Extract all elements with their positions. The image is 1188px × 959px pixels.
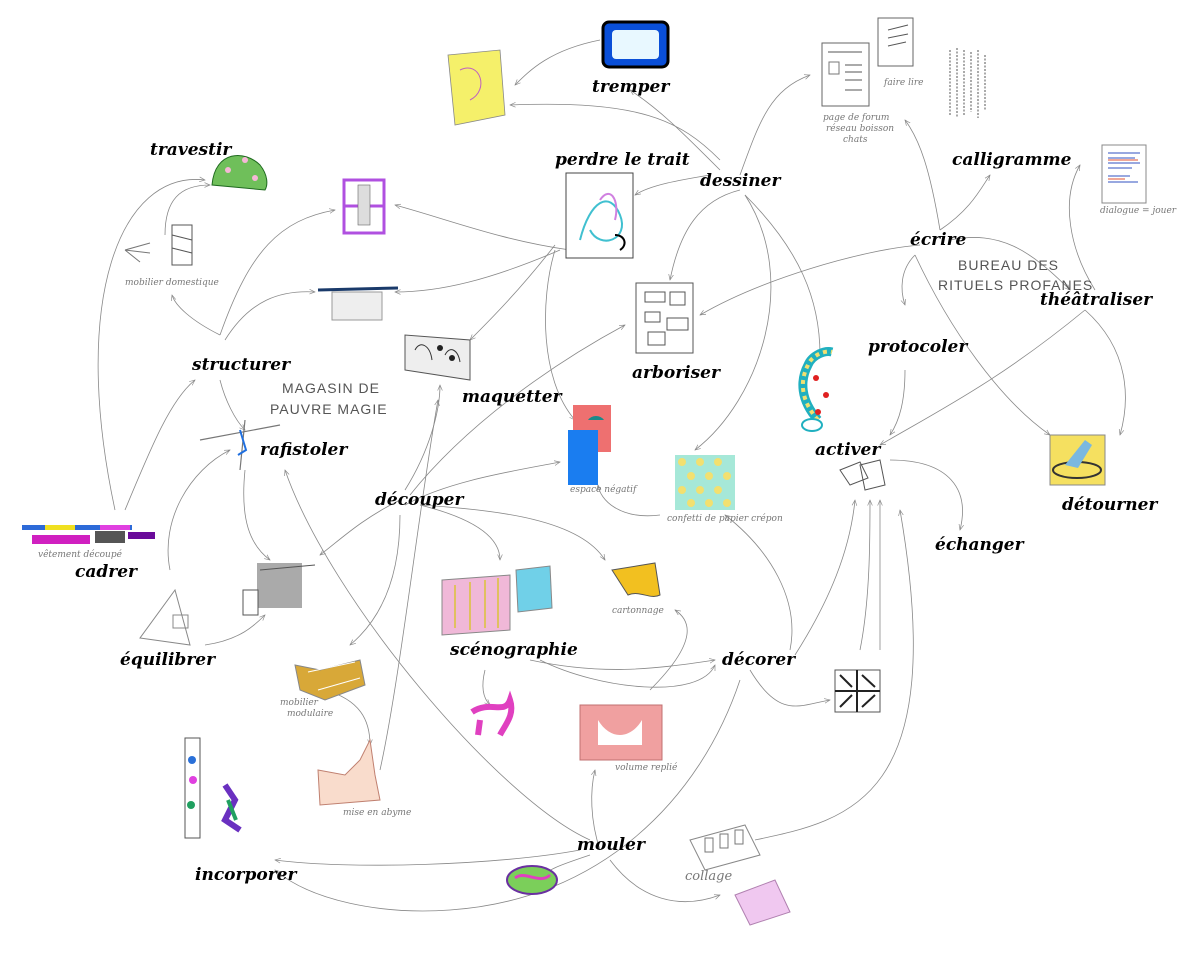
label-activer: activer (815, 440, 881, 460)
caption-page-forum-3: chats (843, 135, 868, 145)
sketch-page-forum (821, 42, 870, 107)
label-incorporer: incorporer (195, 865, 297, 885)
sketch-rafistoler (199, 419, 281, 471)
label-travestir: travestir (150, 140, 232, 160)
label-equilibrer: équilibrer (120, 650, 216, 670)
label-arboriser: arboriser (632, 363, 721, 383)
sketch-maquette (404, 334, 471, 381)
sketch-volume-replie (579, 704, 663, 761)
caption-mobilier-domestique: mobilier domestique (125, 278, 219, 288)
caption-mobilier-modulaire-2: modulaire (287, 709, 333, 719)
label-perdre-le-trait: perdre le trait (555, 150, 690, 170)
sketch-faire-lire (877, 17, 914, 67)
label-bureau-line1: BUREAU DES (958, 257, 1059, 273)
label-mouler: mouler (577, 835, 646, 855)
sketch-equilibre-machine (242, 563, 316, 616)
sketch-scenographie (441, 565, 553, 636)
label-detourner: détourner (1062, 495, 1158, 515)
caption-collage: collage (685, 869, 732, 884)
sketch-tremper-screen (601, 20, 670, 69)
sketch-yellow-box (447, 49, 506, 126)
caption-faire-lire: faire lire (883, 78, 923, 88)
caption-vetement: vêtement découpé (38, 549, 123, 560)
label-scenographie: scénographie (449, 640, 578, 660)
label-magasin-line1: MAGASIN DE (282, 380, 380, 396)
sketch-equilibre (139, 588, 191, 646)
label-structurer: structurer (191, 355, 291, 375)
label-maquetter: maquetter (462, 387, 563, 407)
label-ecrire: écrire (910, 230, 967, 250)
label-decouper: découper (375, 490, 464, 510)
sketch-detourner (1049, 434, 1106, 486)
label-rafistoler: rafistoler (260, 440, 348, 460)
label-calligramme: calligramme (952, 150, 1072, 170)
sketch-hanging-fabric (317, 286, 399, 321)
sketch-cartonnage (611, 562, 661, 597)
caption-confetti: confetti de papier crépon (667, 513, 783, 524)
label-theatraliser: théâtraliser (1040, 290, 1153, 310)
label-bureau-line2: RITUELS PROFANES (938, 277, 1093, 293)
label-decorer: décorer (722, 650, 796, 670)
sketch-arboriser (635, 282, 694, 354)
sketch-mobilier-domestique (124, 224, 193, 266)
sketch-confetti (675, 455, 735, 510)
sketch-activer-snake (798, 347, 834, 432)
sketch-calligramme (949, 48, 986, 118)
caption-volume: volume replié (615, 762, 678, 773)
sketch-collage (689, 824, 791, 926)
sketch-mise-en-abyme (317, 738, 381, 806)
label-magasin-line2: PAUVRE MAGIE (270, 401, 388, 417)
label-protocoler: protocoler (868, 337, 968, 357)
connector-arrows (97, 39, 1126, 912)
label-cadrer: cadrer (75, 562, 138, 582)
caption-dialogue: dialogue = jouer (1100, 206, 1177, 216)
caption-cartonnage: cartonnage (612, 606, 664, 616)
label-tremper: tremper (592, 77, 670, 97)
caption-espace-negatif: espace négatif (570, 484, 638, 495)
sketch-perdre-le-trait (565, 172, 634, 259)
sketch-decorer-tiles (834, 669, 881, 713)
caption-page-forum-1: page de forum (823, 113, 889, 123)
sketch-vetement-decoupe (22, 525, 155, 544)
sketch-purple-shelf (342, 178, 386, 235)
sketch-tube (184, 737, 242, 839)
sketch-masks (839, 459, 886, 491)
caption-page-forum-2: réseau boisson (826, 123, 894, 134)
sketch-pink-figure (470, 690, 515, 737)
sketch-dialogue (1101, 144, 1147, 204)
sketch-moule (506, 865, 558, 895)
caption-mise-en-abyme: mise en abyme (343, 808, 411, 818)
sketch-travestir-costume (211, 154, 268, 191)
label-dessiner: dessiner (700, 171, 781, 191)
label-echanger: échanger (935, 535, 1025, 555)
sketch-espace-negatif (568, 405, 611, 485)
caption-mobilier-modulaire-1: mobilier (280, 698, 319, 708)
sketch-mobilier-modulaire (294, 659, 366, 701)
